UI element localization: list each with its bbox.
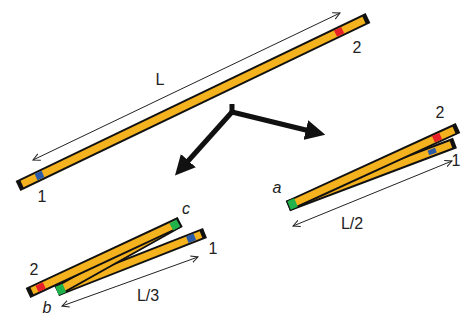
fold-arrow	[232, 112, 318, 133]
dimension-label: L/2	[341, 216, 363, 232]
dimension-label: L/3	[137, 288, 159, 304]
fold-arrow	[230, 104, 235, 112]
fold-point-label: b	[43, 300, 52, 316]
fold-point-label: c	[182, 201, 190, 217]
fold-point-label: a	[273, 180, 282, 196]
mark-number: 2	[30, 262, 39, 278]
dimension-line	[33, 13, 340, 160]
mark-number: 1	[38, 189, 47, 205]
fold-arrow	[180, 112, 232, 170]
mark-number: 2	[436, 105, 445, 121]
rod-folded-third	[28, 222, 205, 293]
rod	[18, 18, 368, 186]
dimension-label: L	[156, 72, 165, 88]
mark-number: 1	[452, 153, 461, 169]
rod-folded-half	[288, 128, 458, 206]
mark-number: 2	[353, 40, 362, 56]
mark-number: 1	[209, 241, 218, 257]
